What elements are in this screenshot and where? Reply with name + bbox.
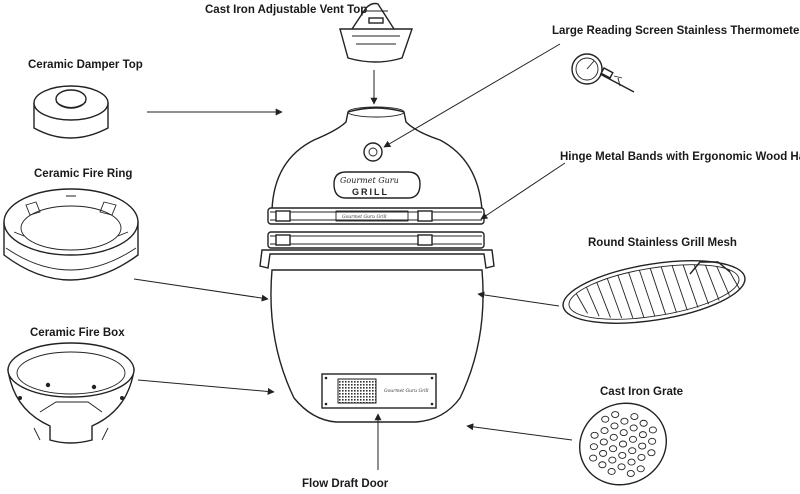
grate-hole	[601, 415, 610, 423]
grate-hole	[598, 461, 607, 469]
vent-top-drawing	[339, 2, 413, 63]
damper-top-drawing	[33, 85, 109, 139]
mesh-bar	[606, 278, 623, 319]
logo-word: GRILL	[352, 187, 389, 197]
grate-hole	[620, 417, 629, 425]
grill-mesh-drawing	[562, 260, 746, 324]
grate-hole	[618, 440, 628, 448]
label-fire-box: Ceramic Fire Box	[30, 327, 125, 339]
grate-hole	[600, 427, 609, 435]
grate-hole	[589, 454, 598, 462]
mesh-bar	[585, 286, 600, 317]
mesh-bar	[660, 266, 677, 313]
grill-body-drawing: Gourmet Guru GRILL Gourmet Guru Grill Go…	[259, 106, 495, 423]
grate-hole	[628, 447, 637, 455]
grate-hole	[638, 442, 647, 450]
grate-hole	[626, 470, 635, 477]
label-vent-top: Cast Iron Adjustable Vent Top	[205, 4, 367, 16]
mesh-bar	[682, 264, 699, 308]
grate-hole	[608, 445, 618, 453]
mesh-bar	[727, 269, 741, 290]
label-thermometer: Large Reading Screen Stainless Thermomet…	[552, 25, 800, 37]
mesh-bar	[628, 272, 645, 318]
fire-ring-drawing	[3, 188, 139, 281]
grate-hole	[607, 468, 616, 475]
grate-hole	[590, 431, 599, 439]
grate-hole	[599, 438, 608, 446]
grate-hole	[609, 433, 618, 441]
grate-hole	[648, 426, 657, 434]
grate-hole	[630, 413, 639, 420]
grate-hole	[636, 465, 645, 473]
callout-arrows	[133, 43, 573, 470]
grate-hole	[618, 451, 627, 459]
mesh-bar	[575, 293, 588, 314]
cast-iron-grate-drawing	[578, 402, 668, 486]
band-top-script: Gourmet Guru Grill	[342, 214, 387, 220]
grate-hole	[629, 424, 638, 432]
grate-hole	[611, 411, 620, 418]
grate-hole	[647, 449, 656, 457]
thermometer-drawing	[571, 53, 635, 93]
grate-hole	[638, 431, 647, 439]
fire-box-drawing	[7, 342, 135, 444]
mesh-bar	[596, 282, 611, 318]
mesh-bar	[671, 265, 688, 311]
grate-hole	[619, 429, 628, 437]
grate-hole	[639, 419, 648, 427]
mesh-bar	[693, 264, 710, 305]
grate-hole	[648, 437, 657, 445]
grate-hole	[608, 456, 617, 464]
label-hinge-bands: Hinge Metal Bands with Ergonomic Wood Ha…	[560, 151, 800, 163]
grate-hole	[610, 422, 619, 430]
label-damper-top: Ceramic Damper Top	[28, 59, 143, 71]
grate-hole	[599, 449, 608, 457]
grate-hole	[637, 453, 646, 461]
label-draft-door: Flow Draft Door	[302, 478, 389, 490]
mesh-bar	[649, 268, 667, 315]
label-iron-grate: Cast Iron Grate	[600, 386, 683, 398]
logo-script: Gourmet Guru	[340, 176, 399, 185]
label-grill-mesh: Round Stainless Grill Mesh	[588, 237, 737, 249]
grate-hole	[627, 458, 636, 466]
mesh-bar	[716, 266, 730, 296]
label-fire-ring: Ceramic Fire Ring	[34, 168, 132, 180]
door-script: Gourmet Guru Grill	[384, 388, 429, 394]
mesh-bar	[638, 270, 656, 317]
mesh-bar	[617, 275, 634, 318]
grate-hole	[617, 463, 626, 471]
grate-hole	[628, 435, 638, 443]
mesh-bar	[705, 265, 720, 301]
grate-hole	[589, 443, 598, 451]
